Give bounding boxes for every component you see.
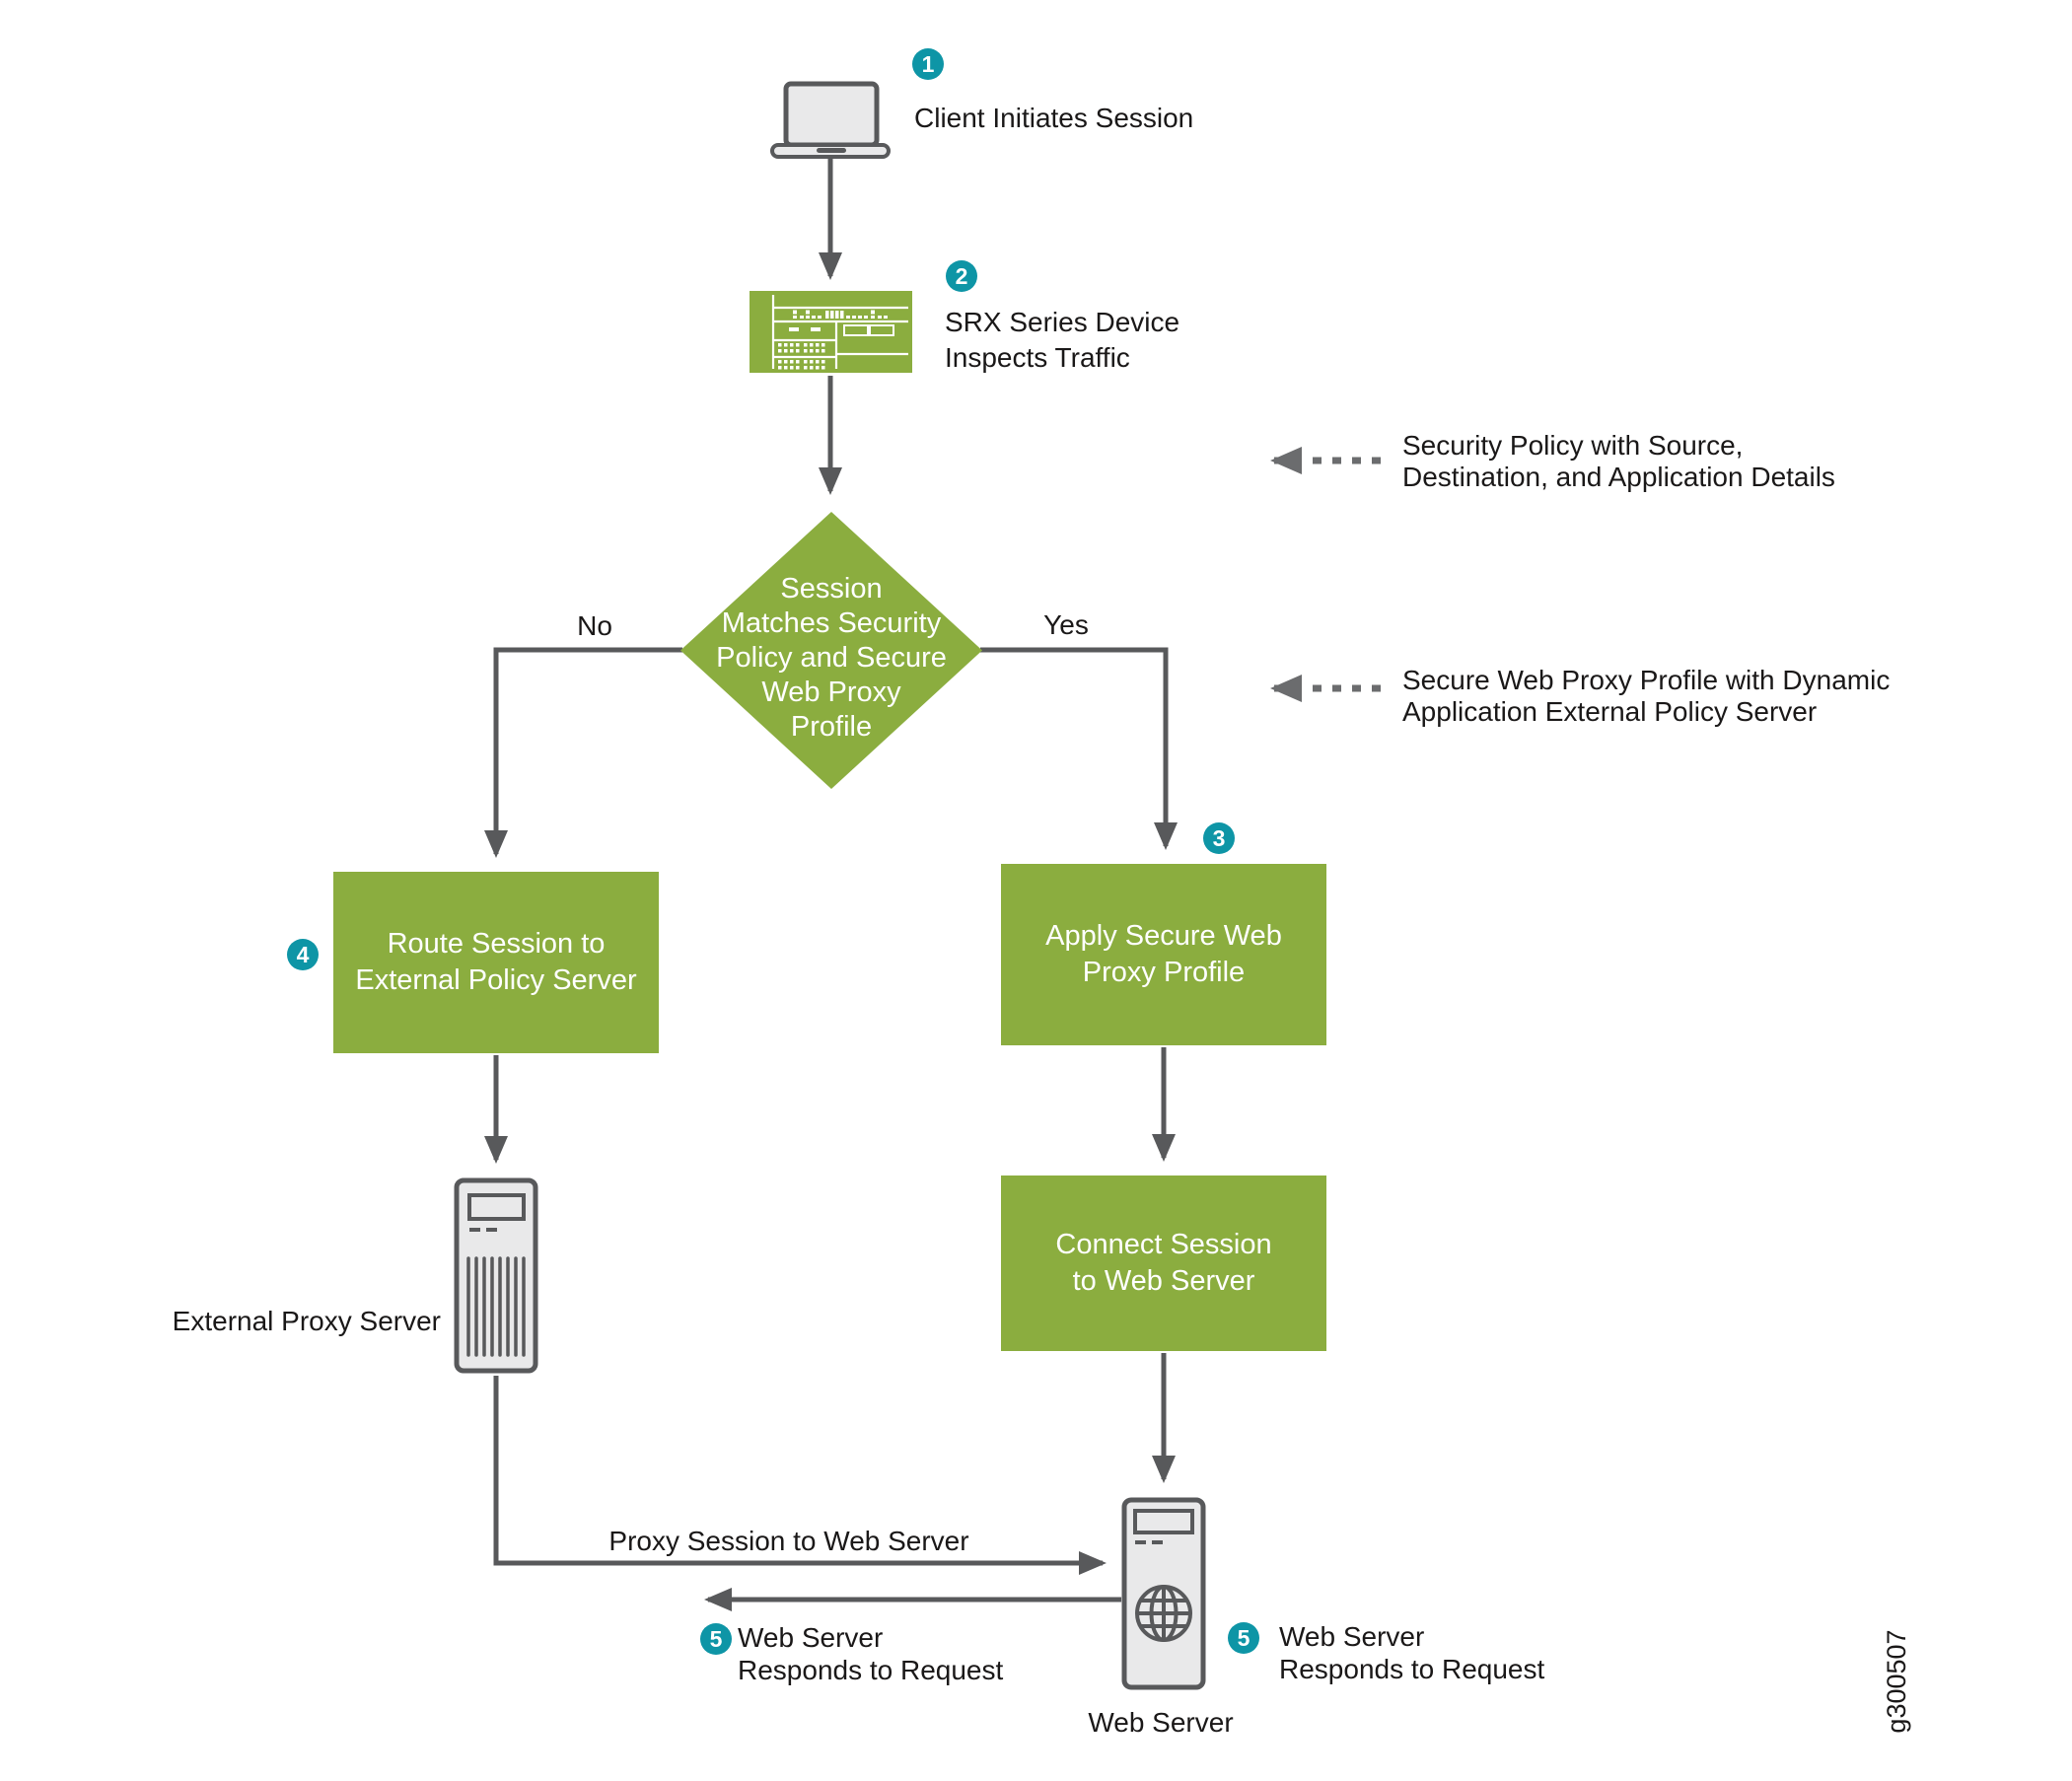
step-badge-2: 2 [946, 260, 977, 292]
yes-branch-label: Yes [1043, 609, 1089, 640]
apply-profile-box: Apply Secure Web Proxy Profile [1001, 864, 1326, 1045]
external-proxy-server-icon [454, 1177, 538, 1374]
route-session-box: Route Session to External Policy Server [333, 872, 659, 1053]
step-badge-3: 3 [1203, 822, 1235, 854]
external-proxy-server-label: External Proxy Server [172, 1306, 441, 1336]
web-server-responds-right: Web Server Responds to Request [1279, 1621, 1545, 1684]
arrow-yes-branch [980, 647, 1178, 850]
connect-session-box: Connect Session to Web Server [1001, 1175, 1326, 1351]
srx-label: SRX Series Device Inspects Traffic [945, 307, 1180, 373]
web-server-responds-left: Web Server Responds to Request [738, 1622, 1004, 1685]
annotation-proxy-profile: Secure Web Proxy Profile with Dynamic Ap… [1402, 665, 1891, 727]
step-badge-4: 4 [287, 939, 319, 970]
step-badge-5-left: 5 [700, 1623, 732, 1655]
step-badge-1: 1 [912, 48, 944, 80]
web-server-icon [1121, 1497, 1206, 1690]
client-label: Client Initiates Session [914, 103, 1194, 133]
step-badge-5-right: 5 [1228, 1622, 1259, 1654]
globe-icon [1135, 1585, 1192, 1642]
no-branch-label: No [577, 610, 612, 641]
proxy-session-edge-label: Proxy Session to Web Server [608, 1526, 969, 1556]
arrow-proxy-to-webserver [493, 1376, 1107, 1575]
decision-text: Session Matches Security Policy and Secu… [716, 573, 947, 743]
srx-device-icon [750, 291, 912, 373]
web-server-label: Web Server [1088, 1707, 1234, 1738]
arrow-no-branch [484, 647, 682, 858]
figure-id-watermark: g300507 [1882, 1629, 1911, 1734]
annotation-security-policy: Security Policy with Source, Destination… [1402, 430, 1835, 492]
laptop-icon [770, 81, 891, 159]
